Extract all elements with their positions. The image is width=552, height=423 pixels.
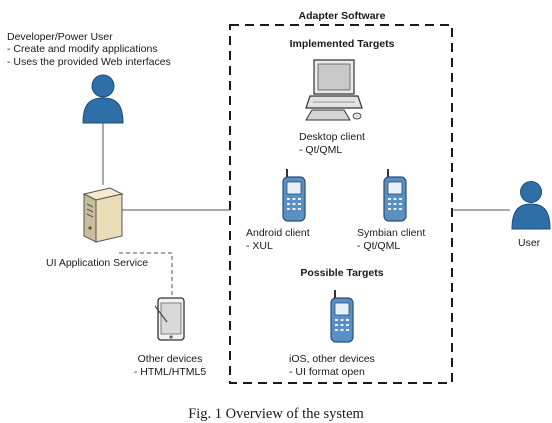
connector-service-other-devices: [119, 252, 173, 300]
ios-devices-label: iOS, other devices: [289, 353, 375, 365]
ios-phone-icon: [330, 290, 354, 343]
diagram-connectors: [102, 24, 510, 384]
other-devices-label: Other devices: [137, 353, 203, 365]
android-phone-icon: [282, 169, 306, 222]
desktop-client-label: Desktop client: [299, 131, 365, 143]
symbian-phone-icon: [383, 169, 407, 222]
symbian-client-tech: - Qt/QML: [357, 240, 401, 252]
service-label: UI Application Service: [46, 257, 149, 269]
symbian-client-label: Symbian client: [357, 227, 426, 239]
implemented-targets-heading: Implemented Targets: [289, 38, 395, 50]
desktop-computer-icon: [305, 59, 363, 121]
developer-bullet-1: - Create and modify applications: [7, 43, 158, 55]
android-client-tech: - XUL: [246, 240, 273, 252]
possible-targets-heading: Possible Targets: [300, 267, 384, 279]
user-label: User: [518, 237, 541, 249]
server-icon: [82, 187, 124, 243]
android-client-label: Android client: [246, 227, 310, 239]
developer-title: Developer/Power User: [7, 31, 113, 43]
system-overview-diagram: Developer/Power User - Create and modify…: [7, 10, 551, 422]
tablet-icon: [155, 297, 185, 341]
desktop-client-tech: - Qt/QML: [299, 144, 343, 156]
adapter-software-title: Adapter Software: [298, 10, 386, 22]
developer-bullet-2: - Uses the provided Web interfaces: [7, 56, 171, 68]
developer-person-icon: [82, 74, 124, 124]
adapter-software-boundary: [229, 24, 453, 384]
other-devices-tech: - HTML/HTML5: [133, 366, 207, 378]
figure-caption: Fig. 1 Overview of the system: [188, 405, 364, 422]
ios-devices-tech: - UI format open: [289, 366, 365, 378]
user-person-icon: [511, 181, 551, 230]
